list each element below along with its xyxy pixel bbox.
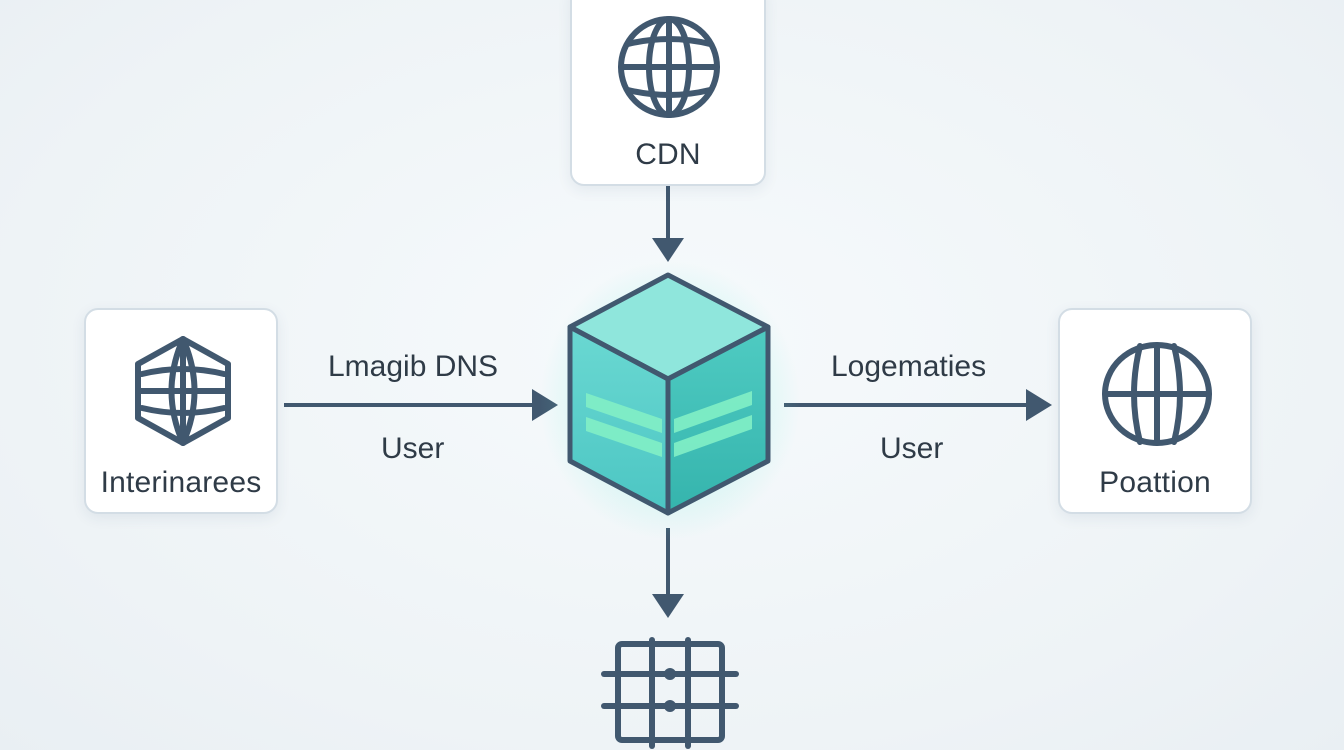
edge-left-label-top: Lmagib DNS [328, 350, 499, 383]
cube-side-face [665, 324, 771, 516]
node-poattion-label: Poattion [1099, 466, 1211, 499]
globe-hexagon-icon [135, 336, 231, 446]
node-interinarees[interactable]: Interinarees [84, 308, 278, 514]
cube-server-icon[interactable] [540, 255, 800, 540]
arrowhead-center-to-bottom [652, 594, 684, 618]
globe-icon [1102, 342, 1212, 446]
node-poattion[interactable]: Poattion [1058, 308, 1252, 514]
arrowhead-top-to-center [652, 238, 684, 262]
grid-icon[interactable] [600, 636, 740, 750]
node-cdn-label: CDN [635, 138, 701, 171]
arrowhead-center-to-right [1026, 389, 1052, 421]
node-cdn[interactable]: CDN [570, 0, 766, 186]
node-interinarees-label: Interinarees [100, 466, 262, 499]
globe-icon [618, 16, 720, 118]
edge-right-label-bottom: User [880, 432, 944, 465]
edge-left-label-bottom: User [381, 432, 445, 465]
edge-right-label-top: Logematies [831, 350, 987, 383]
